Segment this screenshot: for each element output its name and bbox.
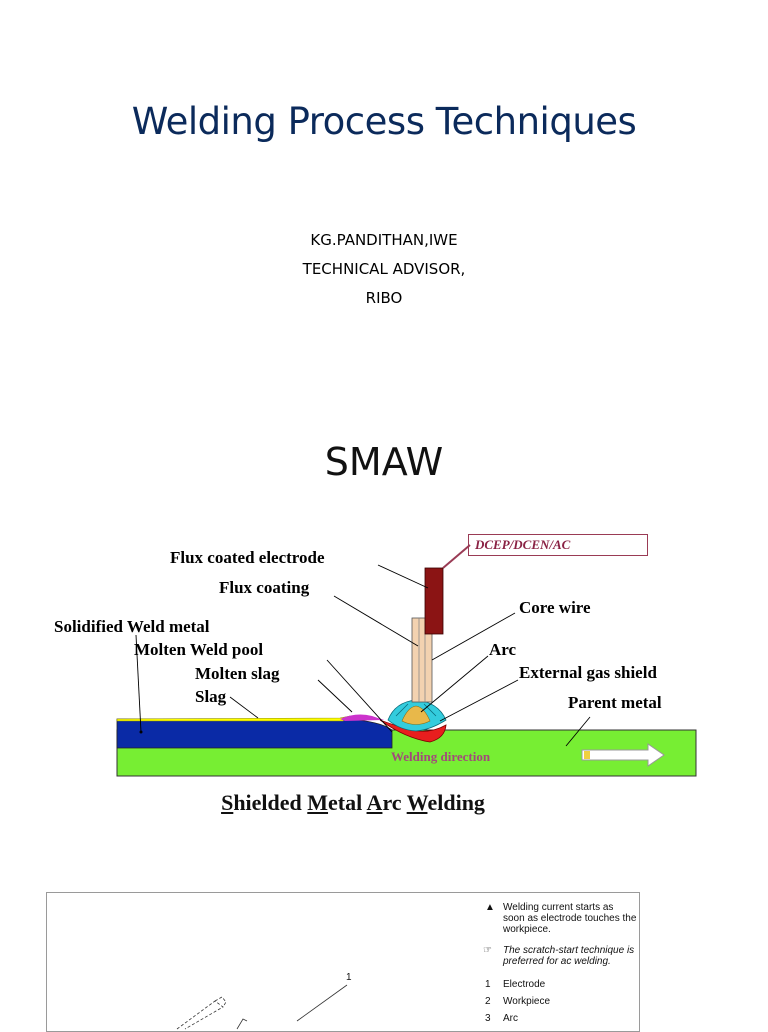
electrode-holder-end: [424, 567, 444, 635]
slag-layer: [116, 715, 351, 722]
label-parent-metal: Parent metal: [568, 693, 662, 712]
current-type-box: DCEP/DCEN/AC: [468, 534, 648, 556]
diagram-caption: Shielded Metal Arc Welding: [221, 790, 485, 815]
page-title: Welding Process Techniques: [131, 100, 637, 143]
section-heading: SMAW: [324, 440, 444, 484]
molten-slag: [340, 714, 384, 721]
solidified-weld-metal: [116, 718, 393, 749]
label-flux-coated-electrode: Flux coated electrode: [170, 548, 325, 567]
label-welding-direction: Welding direction: [391, 749, 491, 764]
welding-direction-arrow: [581, 743, 665, 767]
note1-text: Welding current starts as soon as electr…: [503, 902, 637, 935]
smaw-diagram: [116, 544, 697, 777]
legend-list: 1 Electrode 2 Workpiece 3 Arc: [485, 979, 635, 1030]
author-role: TECHNICAL ADVISOR,: [302, 260, 466, 278]
label-external-gas-shield: External gas shield: [519, 663, 657, 682]
scratch-start-figure: 1 ▲ Welding current starts as soon as el…: [46, 892, 640, 1032]
label-arc: Arc: [489, 640, 517, 659]
author-org: RIBO: [365, 289, 403, 307]
legend-item: 1 Electrode: [485, 979, 546, 990]
label-core-wire: Core wire: [519, 598, 591, 617]
callout-number: 1: [346, 972, 352, 983]
legend-item: 2 Workpiece: [485, 996, 551, 1007]
author-name: KG.PANDITHAN,IWE: [310, 231, 458, 249]
label-slag: Slag: [195, 687, 227, 706]
label-molten-slag: Molten slag: [195, 664, 280, 683]
note1-symbol: ▲: [485, 902, 495, 913]
label-solidified-weld-metal: Solidified Weld metal: [54, 617, 210, 636]
label-flux-coating: Flux coating: [219, 578, 310, 597]
note2-symbol: ☞: [483, 945, 492, 956]
note2-text: The scratch-start technique is preferred…: [503, 945, 635, 967]
label-molten-weld-pool: Molten Weld pool: [134, 640, 264, 659]
legend-item: 3 Arc: [485, 1013, 518, 1024]
